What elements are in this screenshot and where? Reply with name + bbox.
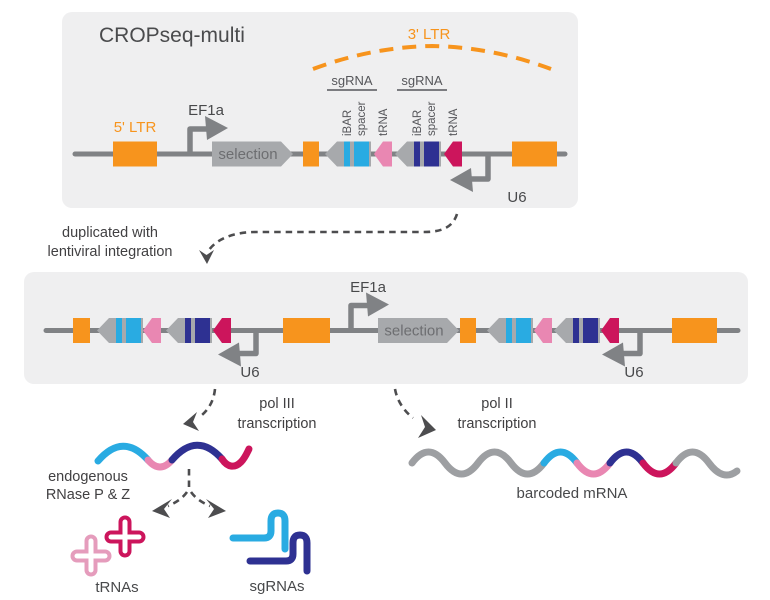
sgrna-hairpin-navy: [246, 531, 311, 575]
pol2-branch: pol II transcription barcoded mRNA: [393, 388, 741, 502]
u6-label-3: U6: [624, 364, 643, 381]
orange-spacer-box-3: [460, 318, 476, 343]
split-left-arrowhead-icon: [152, 499, 172, 518]
orange-spacer-box-2: [73, 318, 90, 343]
orange-spacer-box-1: [303, 141, 319, 167]
pol2-label-line1: pol II: [481, 396, 512, 412]
trna2-label: tRNA: [448, 108, 460, 136]
ibar2-label: iBAR: [412, 110, 424, 136]
sgrna1-header: sgRNA: [331, 73, 373, 88]
duplicated-text-line1: duplicated with: [62, 225, 158, 241]
pol3-transcript-wave: [94, 441, 253, 471]
pol3-label-line2: transcription: [238, 416, 317, 432]
mrna-pink-segment: [573, 459, 614, 478]
pol2-arrowhead-icon: [418, 415, 436, 438]
panel1-title: CROPseq-multi: [99, 24, 245, 47]
spacer2-label: spacer: [426, 101, 438, 136]
ef1a-label-1: EF1a: [188, 102, 225, 119]
ltr3-dashed-bracket: [312, 43, 552, 71]
pol2-label-line2: transcription: [458, 416, 537, 432]
pol2-dashed-arrow: [393, 388, 414, 420]
ltr-box-right: [672, 318, 717, 343]
sgrna2-header: sgRNA: [401, 73, 443, 88]
panel1-construct: CROPseq-multi 3' LTR sgRNA sgRNA iBAR sp…: [62, 12, 578, 208]
duplication-arrowhead-icon: [199, 250, 214, 264]
duplicated-text-line2: lentiviral integration: [48, 244, 173, 260]
duplication-annotation: duplicated with lentiviral integration: [48, 213, 459, 264]
split-dashed-right: [189, 491, 211, 508]
duplication-dashed-arrow: [207, 213, 459, 251]
mrna-gray-segment-1: [408, 448, 548, 478]
u6-label-2: U6: [240, 364, 259, 381]
mrna-navy-segment: [606, 448, 647, 467]
selection-label-1: selection: [218, 146, 277, 163]
ltr-box-middle: [283, 318, 330, 343]
mrna-crimson-segment: [639, 459, 680, 478]
selection-label-2: selection: [384, 323, 443, 340]
wave-cyan-segment: [94, 442, 152, 465]
pol3-dashed-arrow: [201, 388, 217, 416]
pol3-arrowhead-icon: [183, 412, 199, 431]
rnase-label-line2: RNase P & Z: [46, 487, 130, 503]
barcoded-mrna-wave: [408, 448, 741, 479]
wave-crimson-segment: [218, 445, 253, 470]
split-right-arrowhead-icon: [206, 499, 226, 518]
ibar1-label: iBAR: [342, 110, 354, 136]
trna-cloverleaf-pink: [70, 534, 112, 577]
u6-label-1: U6: [507, 189, 526, 206]
split-dashed-left: [167, 491, 189, 508]
ltr3-box: [512, 141, 557, 167]
ltr5-label: 5' LTR: [114, 119, 157, 136]
ef1a-label-2: EF1a: [350, 279, 387, 296]
trna-cloverleaf-crimson: [104, 515, 146, 558]
barcoded-mrna-label: barcoded mRNA: [517, 485, 628, 502]
trnas-label: tRNAs: [95, 579, 138, 596]
ltr5-box: [113, 141, 157, 167]
mrna-cyan-segment: [540, 448, 581, 467]
panel2-integrated-construct: U6 EF1a selection U6: [24, 272, 748, 384]
pol3-label-line1: pol III: [259, 396, 294, 412]
sgrna-hairpin-cyan: [229, 509, 289, 553]
wave-pink-segment: [144, 456, 176, 471]
mrna-gray-segment-2: [672, 448, 741, 479]
rnase-label-line1: endogenous: [48, 469, 128, 485]
spacer1-label: spacer: [356, 101, 368, 136]
wave-navy-segment: [168, 441, 226, 464]
ltr3-label: 3' LTR: [408, 26, 451, 43]
pol3-branch: pol III transcription endogenous RNase P…: [46, 388, 317, 596]
sgrnas-label: sgRNAs: [249, 578, 304, 595]
trna1-label: tRNA: [378, 108, 390, 136]
